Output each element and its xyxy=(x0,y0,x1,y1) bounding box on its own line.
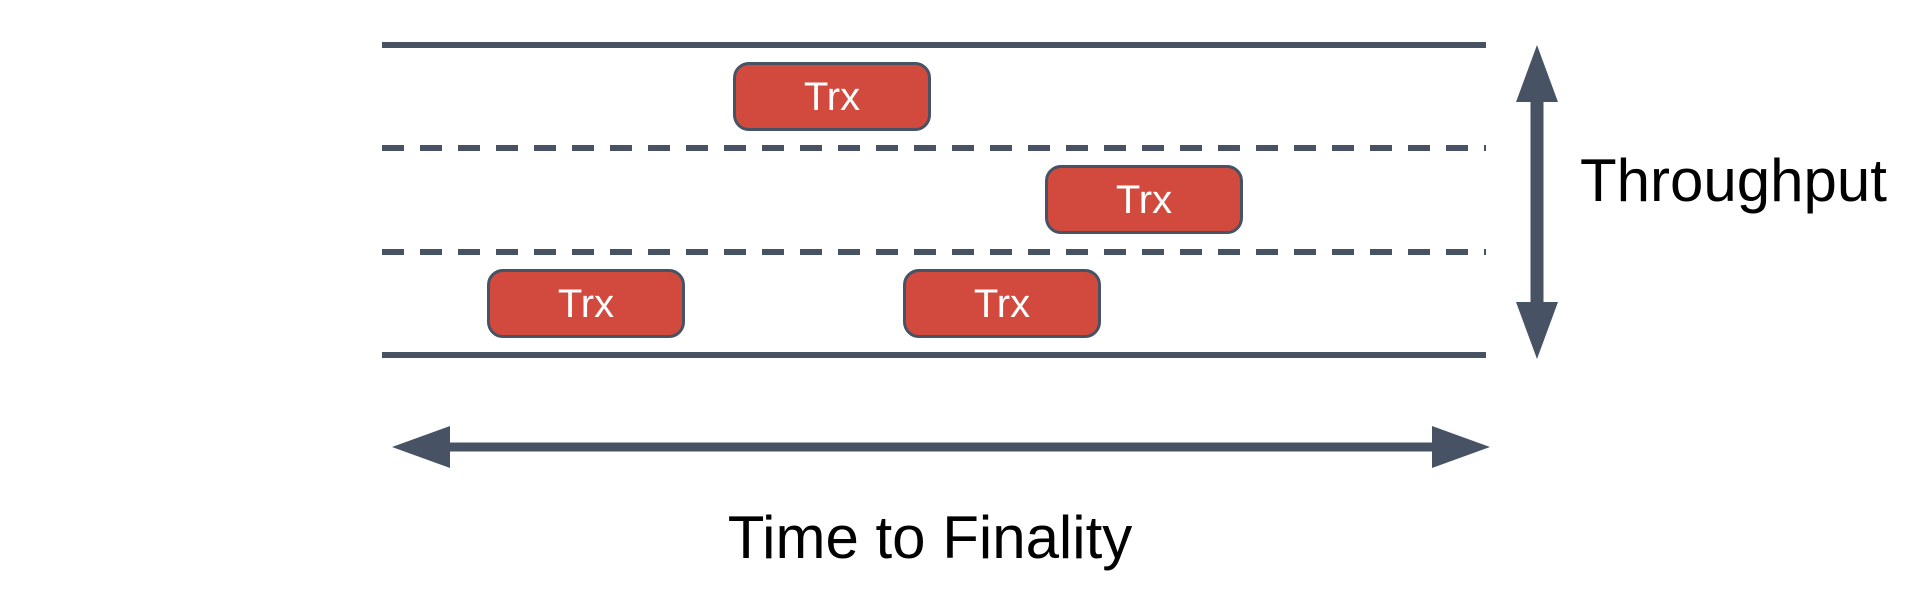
arrowhead-right-icon xyxy=(1432,426,1490,468)
lane-divider-1 xyxy=(382,145,1486,151)
trx-box-bottom-lane-right: Trx xyxy=(903,269,1101,338)
trx-box-middle-lane: Trx xyxy=(1045,165,1243,234)
arrowhead-left-icon xyxy=(392,426,450,468)
arrowhead-down-icon xyxy=(1516,302,1558,359)
lane-divider-2 xyxy=(382,249,1486,255)
trx-box-bottom-lane-left: Trx xyxy=(487,269,685,338)
road-bottom-line xyxy=(382,352,1486,358)
throughput-double-arrow-icon xyxy=(1516,45,1558,359)
time-to-finality-label: Time to Finality xyxy=(727,504,1133,571)
trx-label: Trx xyxy=(557,281,615,326)
road-top-line xyxy=(382,42,1486,48)
trx-label: Trx xyxy=(973,281,1031,326)
throughput-label: Throughput xyxy=(1580,147,1887,214)
arrowhead-up-icon xyxy=(1516,45,1558,102)
trx-box-top-lane: Trx xyxy=(733,62,931,131)
trx-label: Trx xyxy=(803,74,861,119)
trx-label: Trx xyxy=(1115,177,1173,222)
time-to-finality-double-arrow-icon xyxy=(392,426,1490,468)
